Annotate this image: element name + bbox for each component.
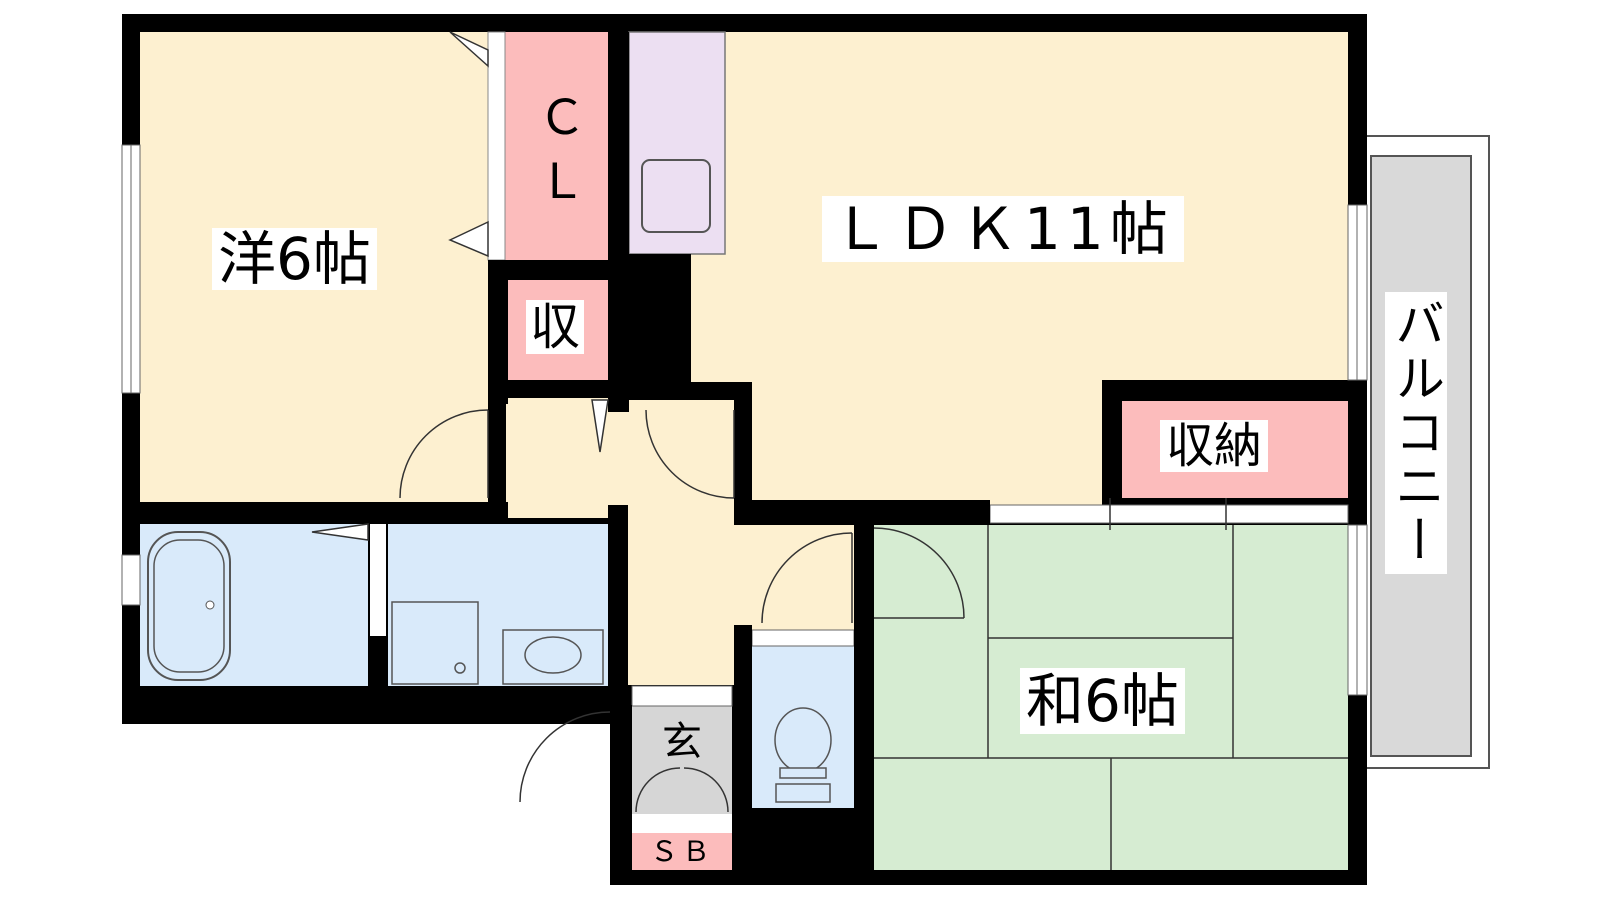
bathtub — [147, 531, 231, 681]
japanese-room-sliding-door — [989, 504, 1349, 524]
closet-floor — [505, 32, 608, 260]
shoe-box-label: ＳＢ — [650, 835, 715, 868]
tatami-lines — [874, 525, 1348, 870]
closet-door-track — [487, 31, 506, 261]
washbasin — [502, 629, 604, 685]
entrance-step — [631, 685, 733, 707]
closet-label-l: Ｌ — [538, 154, 587, 210]
ldk-storage-label: 収納 — [1160, 420, 1269, 472]
ldk-storage-wall-top — [1102, 380, 1367, 401]
japanese-room-label: 和6帖 — [1020, 668, 1185, 734]
small-storage-label: 収 — [526, 300, 584, 354]
hallway-floor — [506, 398, 752, 518]
bathtub-inner — [153, 539, 225, 673]
bath-wall-white — [370, 524, 386, 636]
washing-machine — [391, 601, 479, 685]
door-swings — [311, 31, 965, 813]
balcony — [1364, 135, 1490, 769]
closet-label-c: Ｃ — [538, 90, 587, 146]
entrance-label: 玄 — [662, 719, 702, 765]
windows — [121, 144, 1368, 696]
balcony-label: バルコニー — [1385, 292, 1447, 574]
ldk-label: ＬＤＫ11帖 — [822, 196, 1184, 262]
ldk-floor-lower — [752, 380, 1102, 505]
kitchen-sink — [641, 159, 711, 233]
shoe-box-floor — [632, 833, 732, 870]
western-room-label: 洋6帖 — [212, 228, 377, 290]
toilet-door-gap — [751, 629, 855, 647]
interior-walls — [122, 32, 990, 870]
pillar — [629, 254, 691, 382]
ldk-storage-wall — [1102, 380, 1122, 498]
